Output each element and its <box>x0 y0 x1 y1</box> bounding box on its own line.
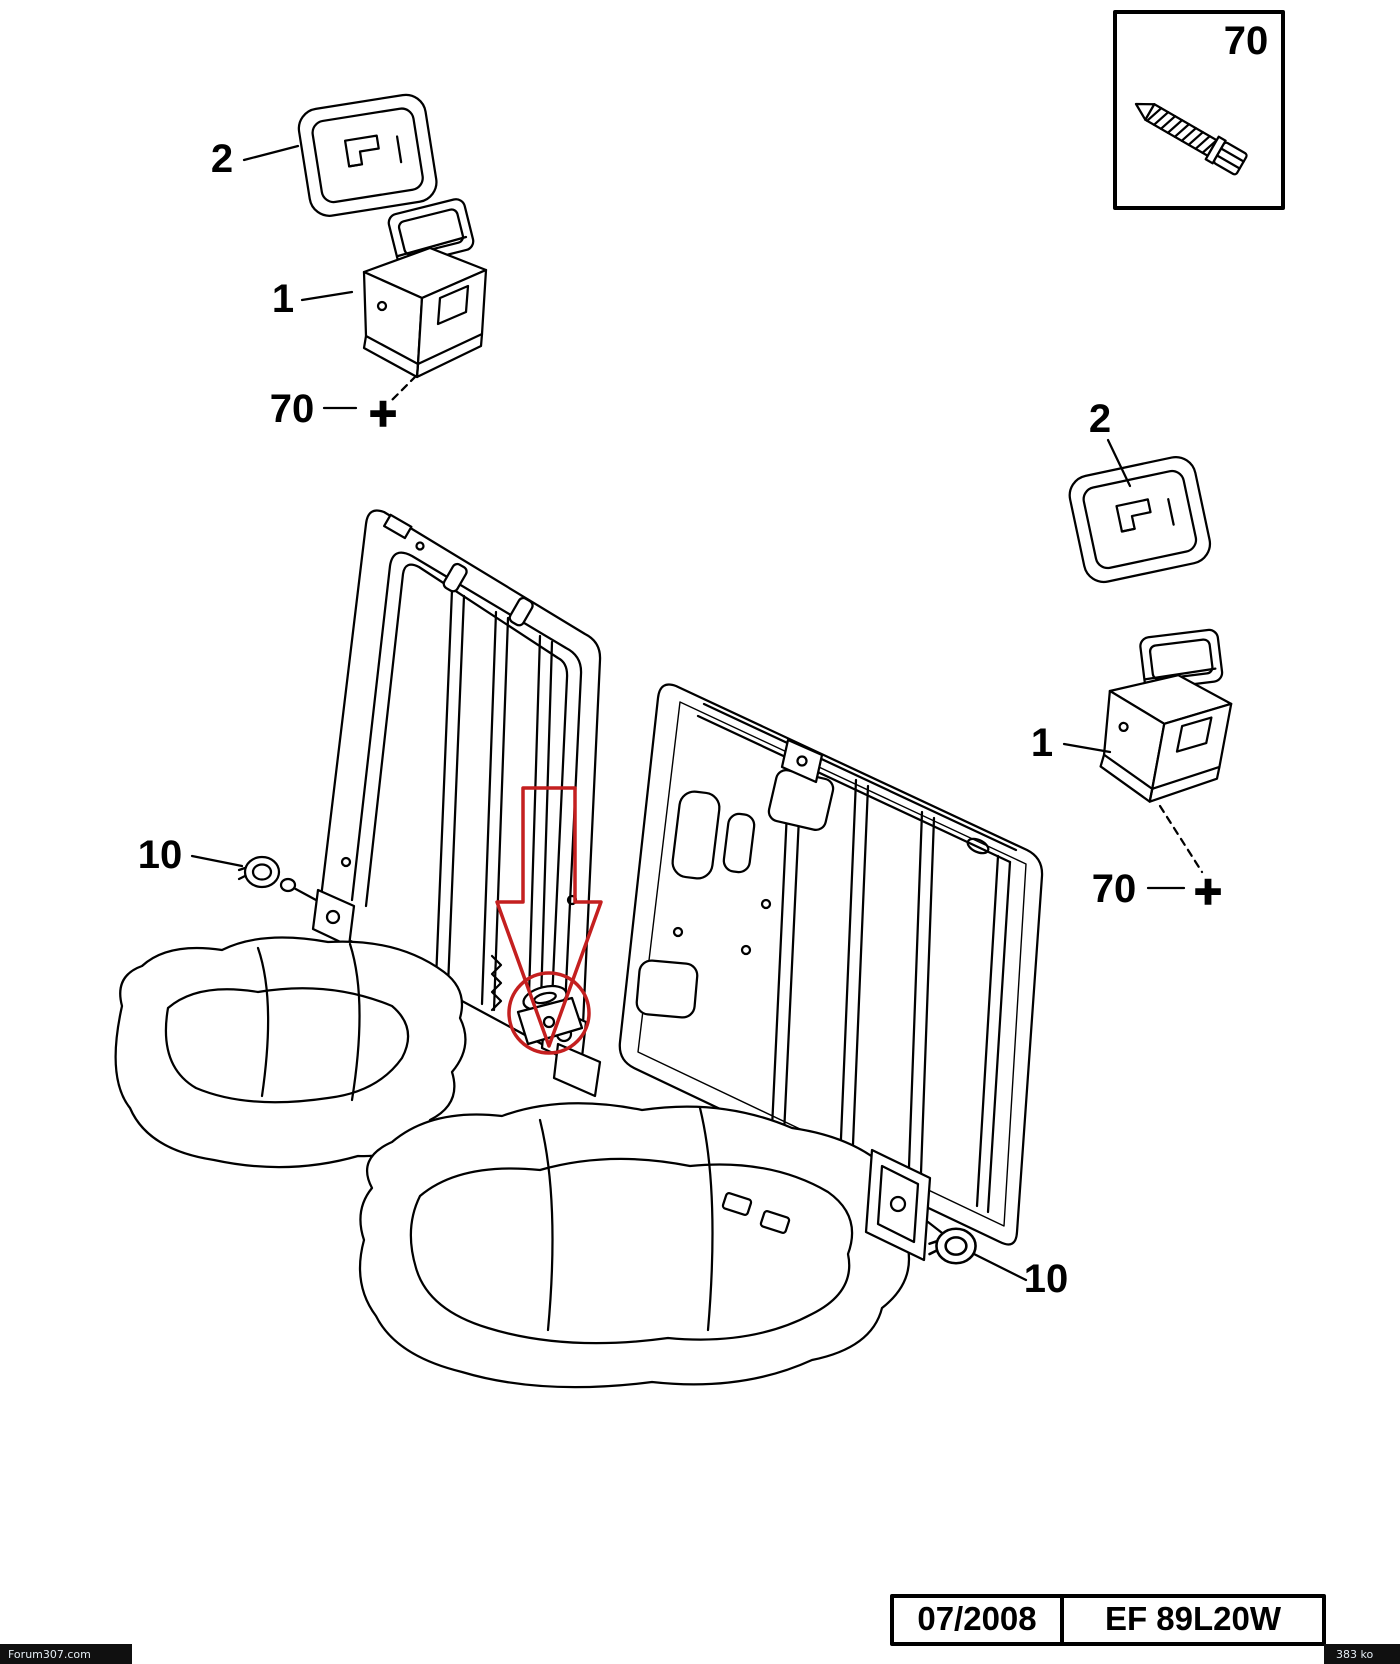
screw-part-70-drawing <box>1128 91 1250 178</box>
screw-position-cross-left: + <box>369 388 397 441</box>
assembly-dash-line-left <box>388 374 418 404</box>
callout-part-1-right: 1 <box>1031 721 1053 765</box>
file-size-text: 383 ko <box>1336 1648 1373 1661</box>
callout-part-2-right: 2 <box>1089 397 1111 441</box>
bushing-part-10-left <box>237 855 281 889</box>
panel-opening <box>767 769 835 831</box>
leader-line-1-right <box>1062 742 1112 754</box>
headrest-sleeve <box>508 596 534 627</box>
latch-part-1-right <box>1095 615 1242 812</box>
leader-line-2-right <box>1106 438 1132 488</box>
bushing-part-10-right <box>928 1227 977 1265</box>
seat-cushion-left <box>114 936 467 1169</box>
callout-part-70-inset: 70 <box>1224 19 1269 63</box>
latch-part-1-left <box>362 196 488 379</box>
pivot-pin <box>279 877 297 893</box>
watermark-text: Forum307.com <box>8 1648 91 1661</box>
right-frame-bottom-bracket <box>864 1148 948 1262</box>
file-size-strip <box>1324 1644 1400 1664</box>
reference-box <box>1060 1594 1326 1646</box>
date-text: 07/2008 <box>917 1600 1036 1637</box>
left-seatback-frame <box>279 509 602 1098</box>
striker-bracket <box>780 738 824 784</box>
spring <box>490 954 503 1012</box>
screw-position-cross-right: + <box>1194 866 1222 919</box>
callout-part-10-left: 10 <box>138 833 183 877</box>
red-highlight-arrow <box>495 786 603 1048</box>
callout-part-10-right: 10 <box>1024 1257 1069 1301</box>
screw-inset-box <box>1113 10 1285 210</box>
seat-cushion-right <box>358 1102 914 1389</box>
leader-line-10-right <box>972 1252 1028 1282</box>
watermark-strip <box>0 1644 132 1664</box>
footer-reference: 07/2008 EF 89L20W <box>890 1594 1326 1646</box>
cushion-clip <box>759 1210 791 1234</box>
leader-line-10-left <box>190 854 244 868</box>
cushion-clip <box>721 1192 753 1216</box>
inset-border <box>1113 10 1285 210</box>
trim-bezel-part-2-left <box>294 90 441 220</box>
right-seatback-frame <box>618 683 1044 1246</box>
callout-part-1-left: 1 <box>272 277 294 321</box>
callout-part-2-left: 2 <box>211 137 233 181</box>
reference-text: EF 89L20W <box>1105 1600 1282 1637</box>
leader-line-2-left <box>242 144 300 162</box>
callout-part-70-right: 70 <box>1092 867 1137 911</box>
trim-bezel-part-2-right <box>1064 452 1215 587</box>
panel-slot <box>671 790 721 880</box>
belt-guide <box>966 837 990 855</box>
panel-slot <box>722 812 756 874</box>
leader-line-1-left <box>300 290 354 302</box>
leader-lines <box>190 144 1186 1282</box>
headrest-sleeve <box>442 562 468 593</box>
red-highlight-circle <box>507 971 591 1055</box>
callout-part-70-left: 70 <box>270 387 315 431</box>
assembly-dash-line-right <box>1158 804 1204 874</box>
panel-opening <box>635 959 699 1019</box>
